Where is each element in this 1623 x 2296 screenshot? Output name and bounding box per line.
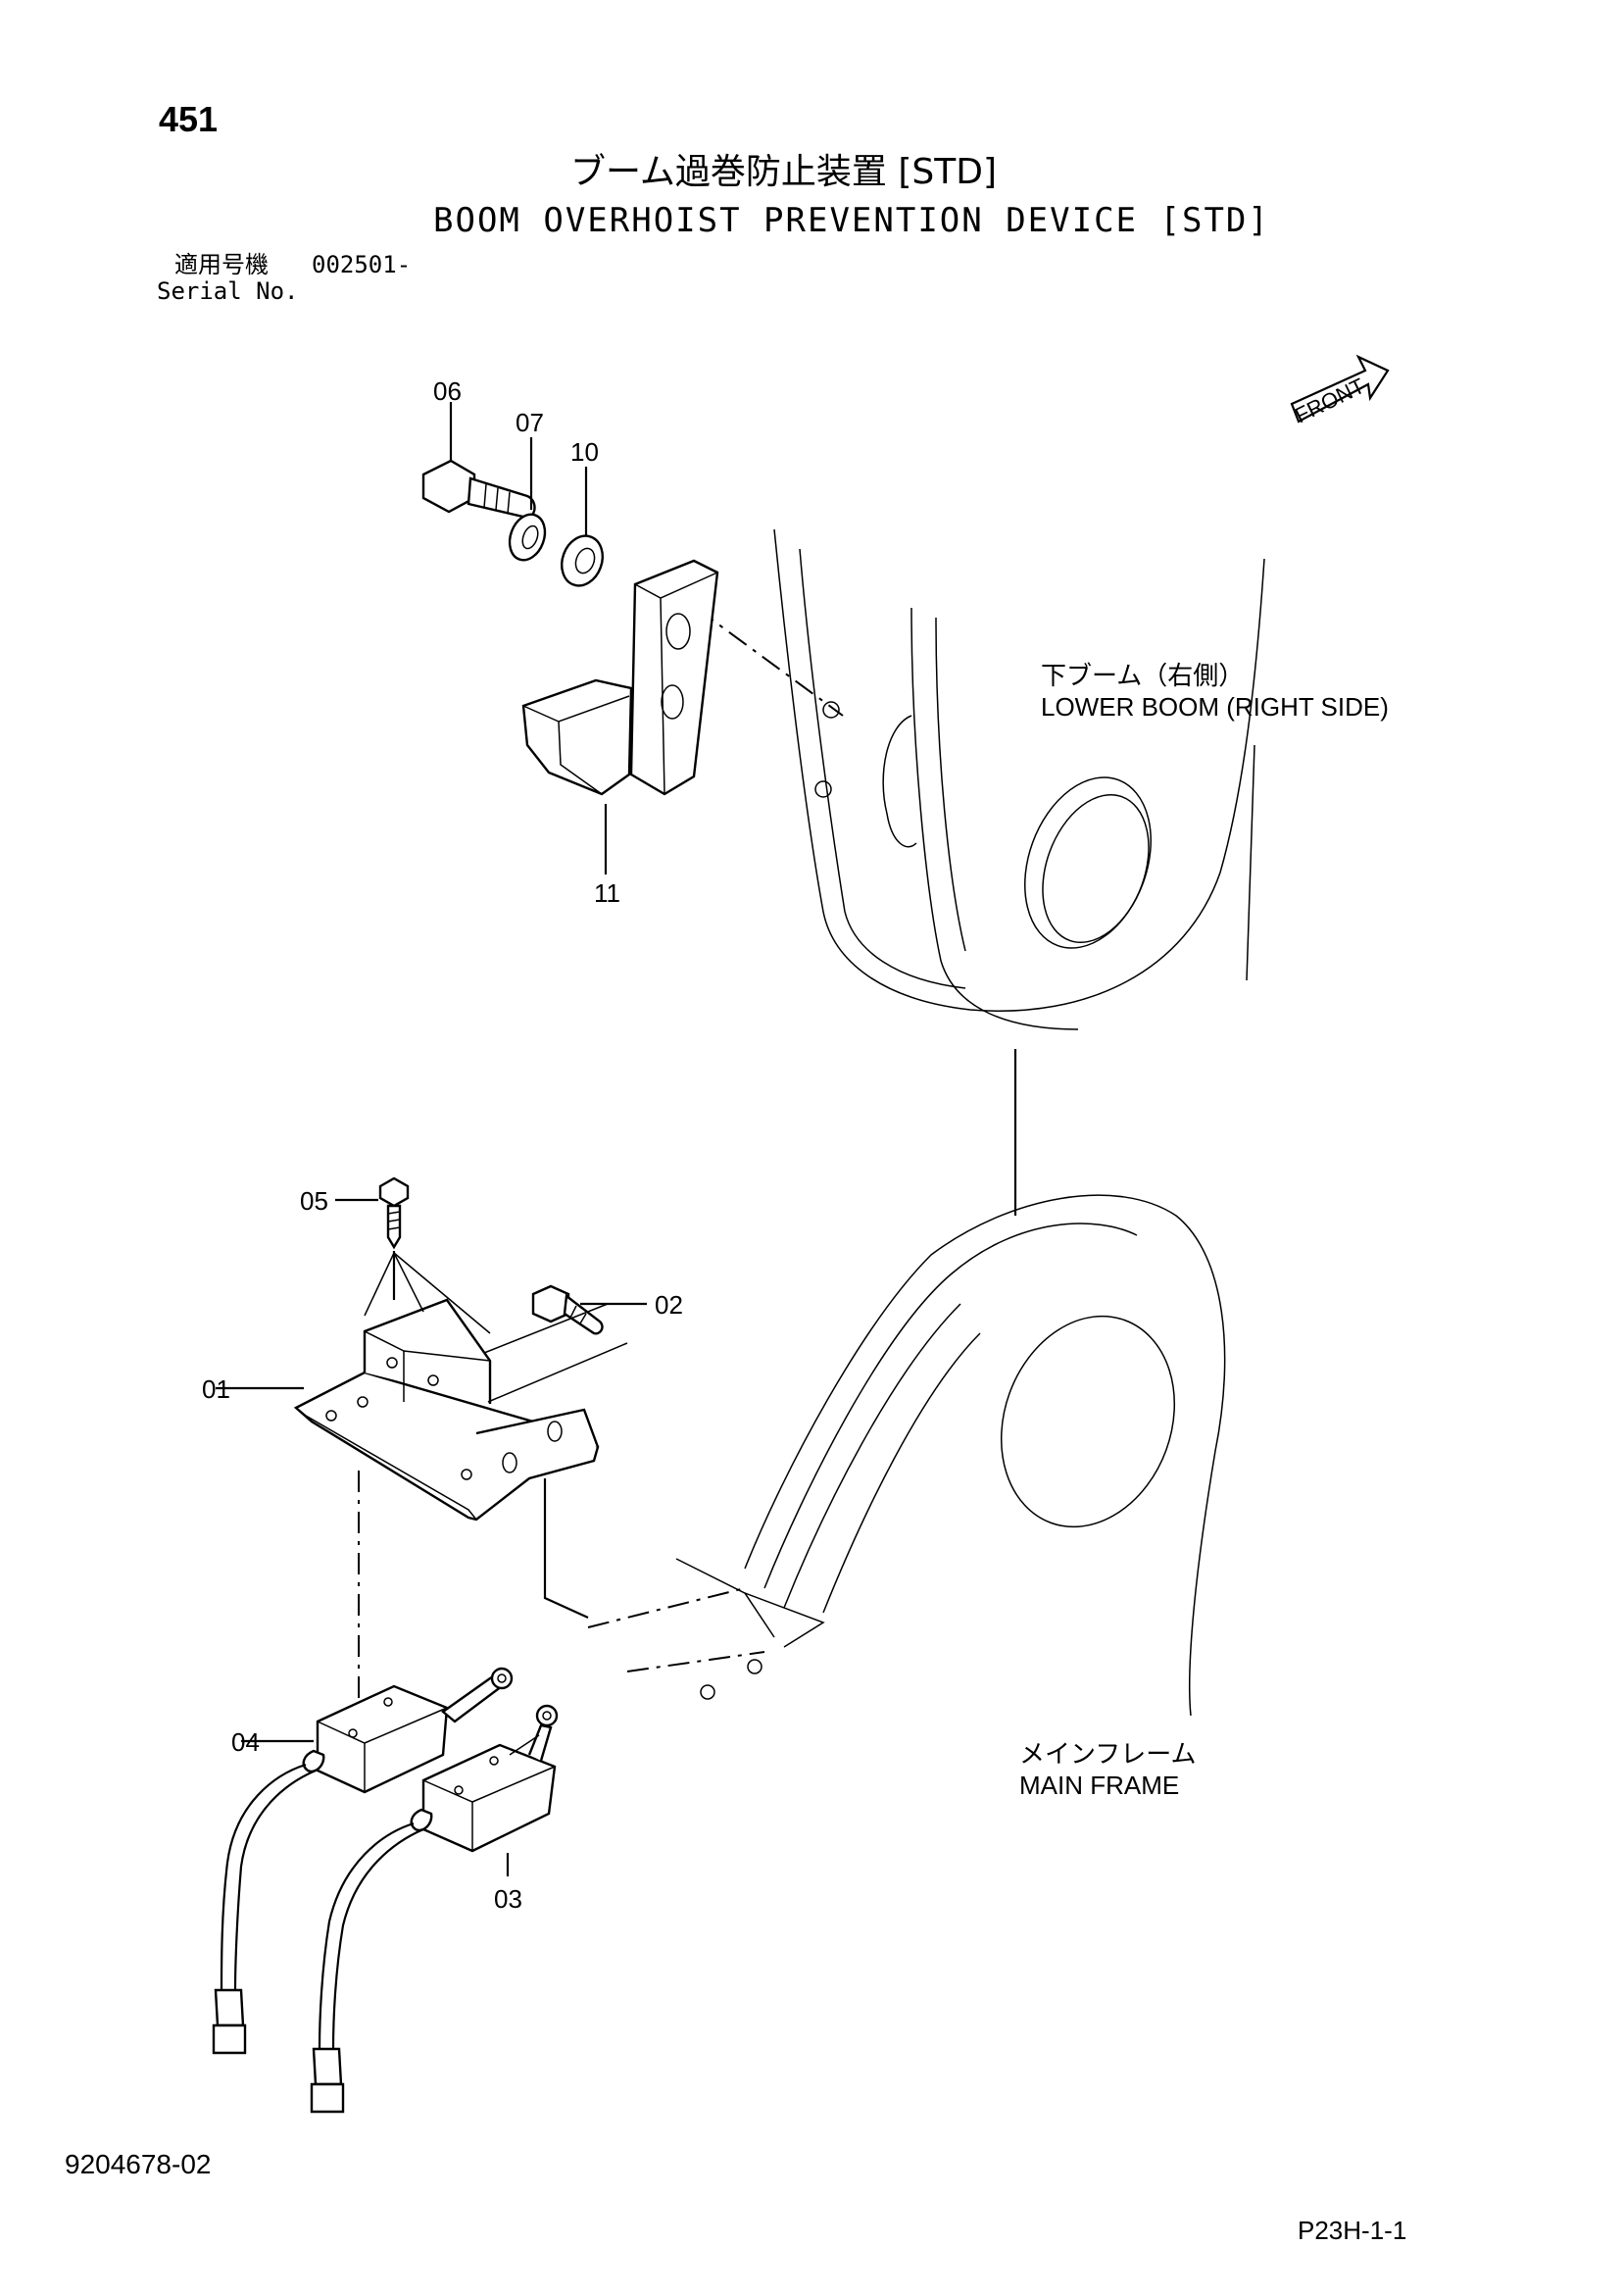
- lower-boom-label-jp: 下ブーム（右側）: [1041, 661, 1245, 690]
- bracket-11: [521, 559, 719, 874]
- callout-04: 04: [231, 1727, 260, 1757]
- callout-03: 03: [494, 1884, 522, 1914]
- title-japanese: ブーム過巻防止装置 [STD]: [570, 152, 998, 192]
- page-number: 451: [159, 99, 219, 139]
- callout-02: 02: [655, 1290, 683, 1320]
- main-frame-outline: [675, 1194, 1226, 1717]
- washer-10: [561, 534, 604, 587]
- leader-line: [543, 1478, 589, 1620]
- document-number: 9204678-02: [65, 2149, 212, 2179]
- center-line: [695, 607, 844, 717]
- bolt-06: [421, 459, 536, 520]
- main-frame-label-jp: メインフレーム: [1019, 1739, 1197, 1769]
- callout-05: 05: [300, 1186, 328, 1216]
- serial-label-english: Serial No.: [157, 277, 299, 305]
- callout-01: 01: [202, 1374, 230, 1404]
- callout-10: 10: [570, 437, 599, 467]
- bolt-05: [335, 1176, 410, 1300]
- spring-washer-07: [508, 513, 547, 562]
- limit-switch-04: [212, 1667, 514, 2055]
- title-english: BOOM OVERHOIST PREVENTION DEVICE [STD]: [433, 201, 1270, 240]
- callout-07: 07: [516, 408, 544, 437]
- main-frame-label-en: MAIN FRAME: [1019, 1771, 1180, 1800]
- front-label: FRONT: [1291, 374, 1368, 428]
- lower-boom-label-en: LOWER BOOM (RIGHT SIDE): [1041, 692, 1389, 722]
- bolt-02: [531, 1284, 647, 1335]
- center-line: [626, 1651, 765, 1672]
- serial-label-japanese: 適用号機: [174, 251, 269, 278]
- front-arrow-icon: FRONT: [1290, 354, 1390, 428]
- center-line: [587, 1587, 746, 1628]
- switch-bracket-01: [216, 1252, 628, 1522]
- callout-06: 06: [433, 376, 462, 406]
- limit-switch-03: [310, 1704, 559, 2114]
- page-code: P23H-1-1: [1298, 2216, 1407, 2245]
- callout-11: 11: [594, 878, 620, 908]
- lower-boom-outline: [773, 528, 1265, 1030]
- serial-value: 002501-: [312, 251, 412, 278]
